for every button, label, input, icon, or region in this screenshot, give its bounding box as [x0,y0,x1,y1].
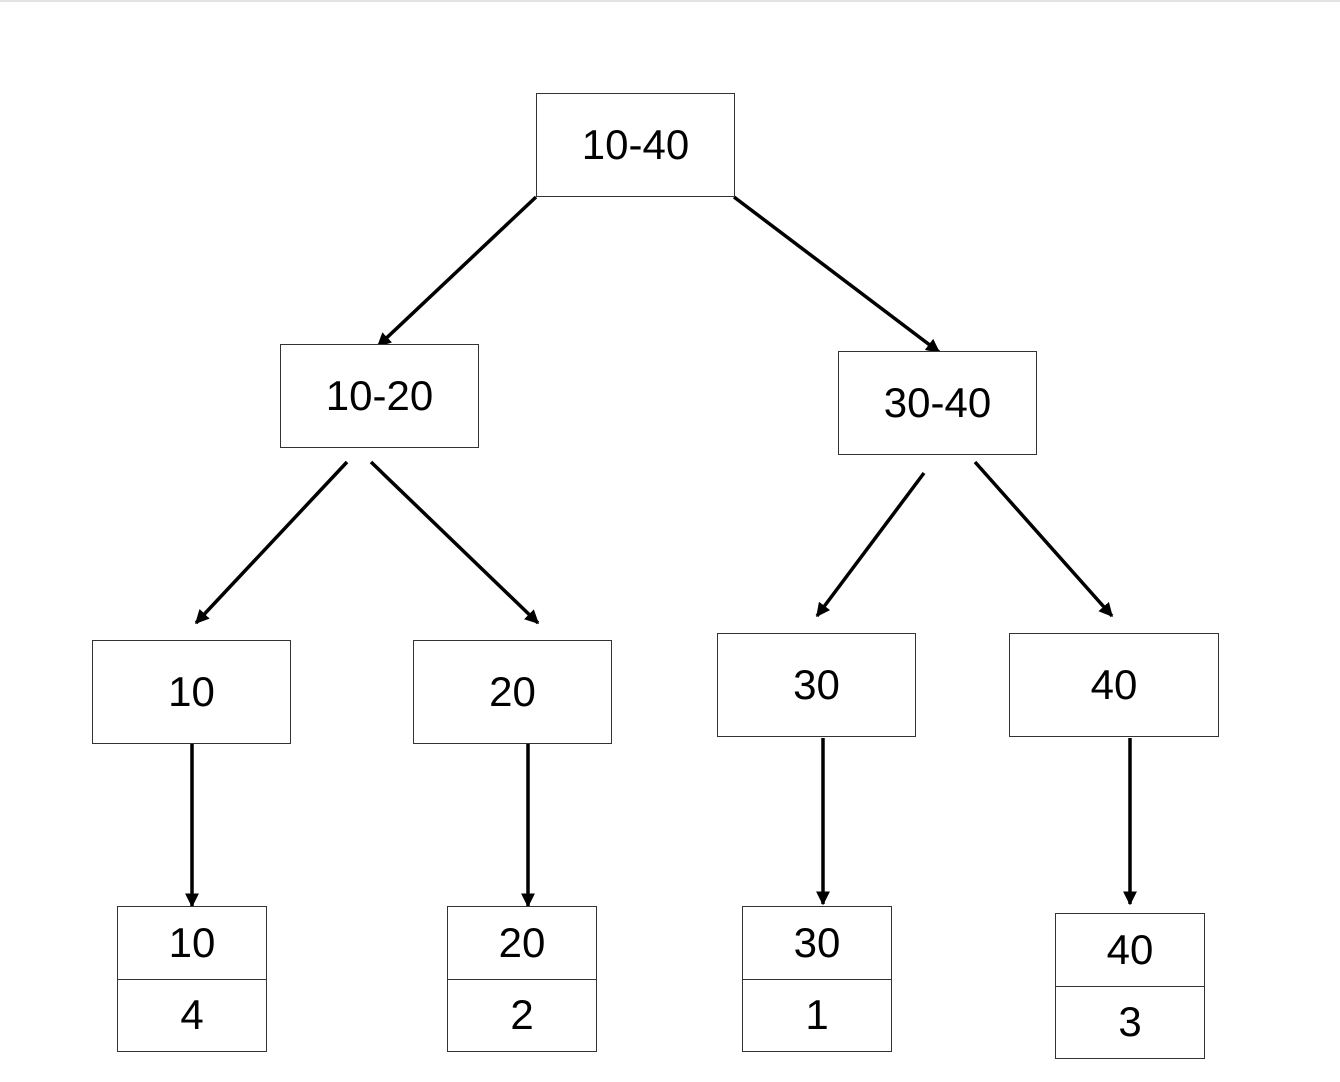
root-node-label: 10-40 [581,121,690,168]
edge-30-40-to-40 [973,460,1114,618]
leaf-key: 10 [168,918,216,966]
key-node-10: 10 [92,640,291,744]
internal-node-label: 30-40 [883,379,992,426]
leaf-node-30: 30 1 [742,906,892,1052]
leaf-node-40: 40 3 [1055,913,1205,1059]
edge-10-20-to-10 [194,460,349,625]
key-node-label: 20 [489,668,536,715]
edge-30-40-to-30 [815,471,926,618]
leaf-node-10: 10 4 [117,906,267,1052]
key-node-40: 40 [1009,633,1219,737]
key-node-label: 30 [793,661,840,708]
key-node-30: 30 [717,633,916,737]
leaf-value: 4 [118,978,266,1052]
edge-10-20-to-20 [369,460,540,625]
internal-node-30-40: 30-40 [838,351,1037,455]
leaf-key: 30 [793,918,841,966]
leaf-key: 40 [1106,925,1154,973]
internal-node-10-20: 10-20 [280,344,479,448]
edge-root-to-10-20 [376,195,538,348]
root-node: 10-40 [536,93,735,197]
leaf-value: 3 [1056,985,1204,1059]
internal-node-label: 10-20 [325,372,434,419]
top-divider [0,0,1340,2]
leaf-value: 2 [448,978,596,1052]
leaf-node-20: 20 2 [447,906,597,1052]
key-node-label: 40 [1090,661,1138,708]
leaf-value: 1 [743,978,891,1052]
key-node-20: 20 [413,640,612,744]
leaf-key: 20 [498,918,546,966]
key-node-label: 10 [168,668,215,715]
edge-root-to-30-40 [732,195,941,354]
